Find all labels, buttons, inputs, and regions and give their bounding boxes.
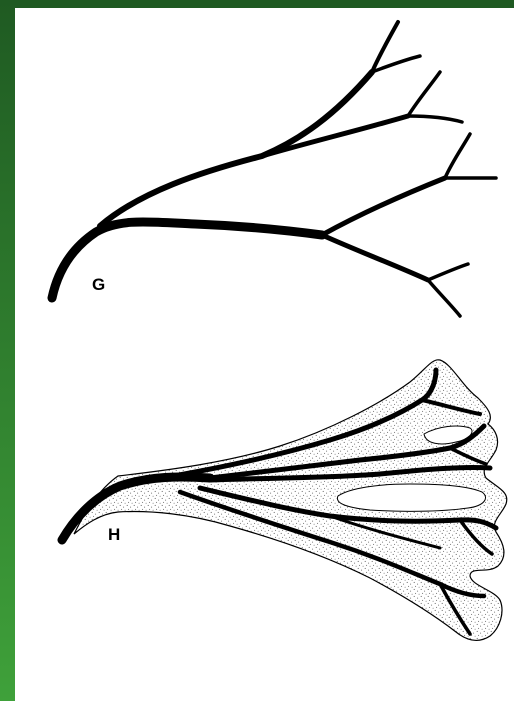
figure-h-leaf: [62, 360, 507, 641]
g-lower-branch: [322, 235, 428, 280]
botanical-illustration: G: [15, 8, 514, 701]
g-twig-5: [445, 134, 470, 178]
g-mid-branch: [262, 116, 408, 156]
g-upper-branch: [100, 72, 372, 226]
figure-h-label: H: [108, 525, 120, 544]
g-twig-3: [408, 72, 440, 116]
g-twig-4: [408, 116, 462, 122]
figure-g-label: G: [92, 275, 105, 294]
figure-g-branch: [52, 22, 496, 316]
g-twig-8: [428, 280, 460, 316]
top-border: [0, 0, 514, 8]
left-border: [0, 0, 15, 701]
g-right-branch: [322, 178, 445, 235]
g-twig-7: [428, 264, 468, 280]
illustration-area: G: [15, 8, 514, 701]
h-large-hole: [337, 484, 485, 511]
